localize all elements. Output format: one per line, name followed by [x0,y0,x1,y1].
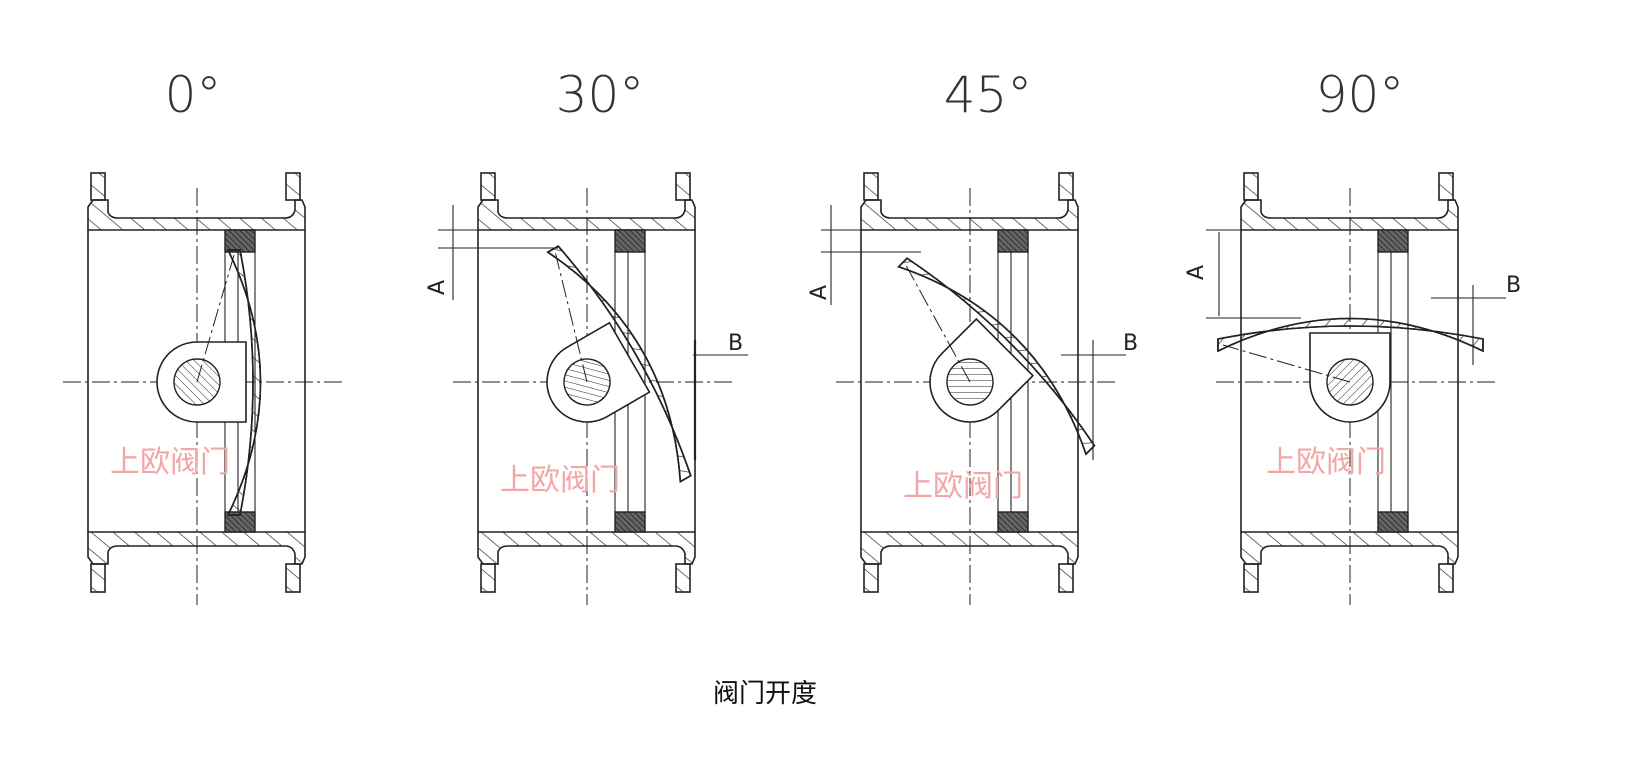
angle-label-30: 30° [556,66,645,124]
figure-caption: 阀门开度 [713,679,817,709]
angle-label-90: 90° [1316,66,1405,124]
angle-label-0: 0° [165,66,222,124]
watermark: 上欧阀门 [500,463,620,498]
valve-view-90deg [1206,172,1506,606]
dim-label-b-30: B [728,331,743,356]
dim-label-a-90: A [1184,265,1209,280]
watermark: 上欧阀门 [1266,445,1386,480]
angle-label-45: 45° [944,66,1033,124]
valve-view-0deg [62,172,347,606]
dim-label-a-45: A [807,285,832,300]
dim-label-b-45: B [1123,331,1138,356]
watermark: 上欧阀门 [903,469,1023,504]
valve-view-30deg [438,172,748,606]
dim-label-b-90: B [1506,273,1521,298]
dim-label-a-30: A [425,280,450,295]
valve-view-45deg [821,172,1126,606]
watermark: 上欧阀门 [110,445,230,480]
